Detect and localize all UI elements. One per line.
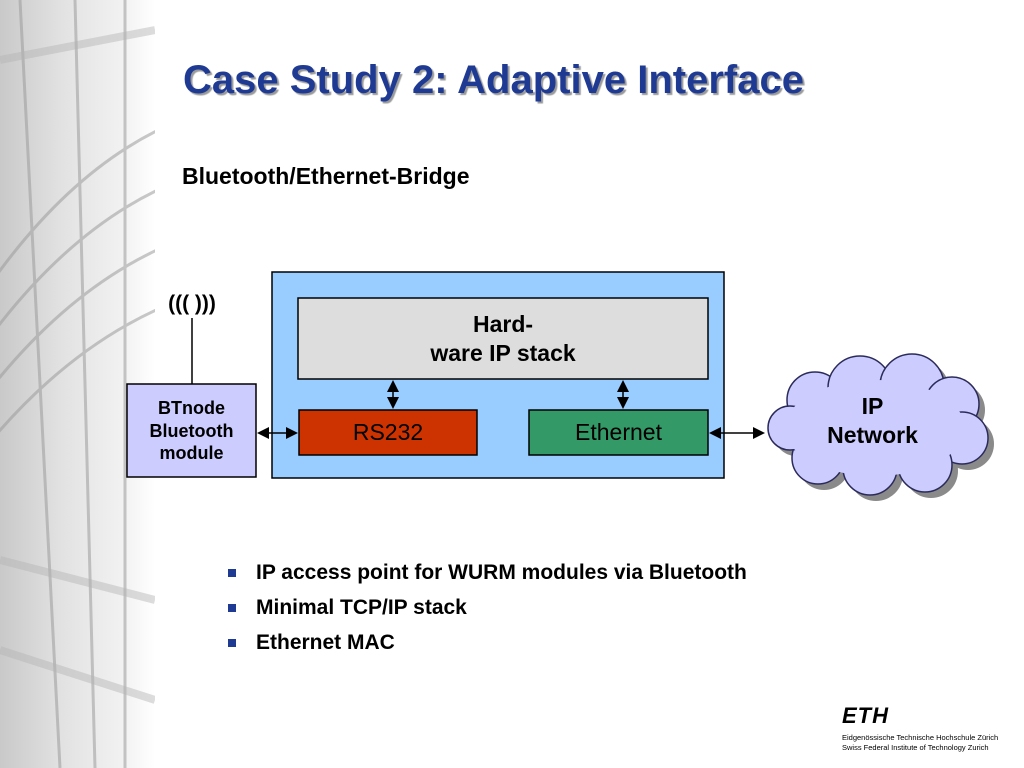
btnode-label: BTnode Bluetooth module xyxy=(127,392,256,470)
rs232-label: RS232 xyxy=(352,419,424,446)
ethernet-box xyxy=(528,409,709,456)
bullet-square-icon xyxy=(228,639,236,647)
antenna-label: ((( ))) xyxy=(168,291,216,315)
eth-logo-line1: Eidgenössische Technische Hochschule Zür… xyxy=(842,733,999,742)
cloud-label-line2: Network xyxy=(827,422,918,448)
eth-logo-mark: ETH xyxy=(842,703,889,728)
cloud-fill xyxy=(785,380,965,476)
bullet-text: IP access point for WURM modules via Blu… xyxy=(256,561,747,584)
eth-logo-line2: Swiss Federal Institute of Technology Zu… xyxy=(842,743,989,752)
slide-subtitle: Bluetooth/Ethernet-Bridge xyxy=(182,163,470,189)
btnode-label-line3: module xyxy=(159,443,224,464)
ip-stack-label: Hard- ware IP stack xyxy=(298,305,708,373)
cloud-label: IP Network xyxy=(790,386,955,456)
btnode-box xyxy=(126,383,257,478)
bullet-list: IP access point for WURM modules via Blu… xyxy=(226,559,747,664)
bullet-text: Minimal TCP/IP stack xyxy=(256,596,467,619)
rs232-box xyxy=(298,409,478,456)
bullet-text: Ethernet MAC xyxy=(256,631,395,654)
ip-stack-label-line1: Hard- xyxy=(472,311,534,338)
ip-stack-box xyxy=(297,297,709,380)
btnode-label-line2: Bluetooth xyxy=(149,420,234,441)
eth-logo: ETH Eidgenössische Technische Hochschule… xyxy=(842,705,1012,753)
cloud-label-line1: IP xyxy=(861,393,884,420)
bullet-item: IP access point for WURM modules via Blu… xyxy=(226,559,747,594)
ip-stack-label-line2: ware IP stack xyxy=(430,340,576,366)
bullet-item: Ethernet MAC xyxy=(226,629,747,664)
bullet-square-icon xyxy=(228,604,236,612)
ethernet-label: Ethernet xyxy=(575,419,662,446)
bullet-item: Minimal TCP/IP stack xyxy=(226,594,747,629)
slide-title: Case Study 2: Adaptive Interface xyxy=(183,58,804,102)
btnode-label-line1: BTnode xyxy=(158,398,225,419)
bullet-square-icon xyxy=(228,569,236,577)
